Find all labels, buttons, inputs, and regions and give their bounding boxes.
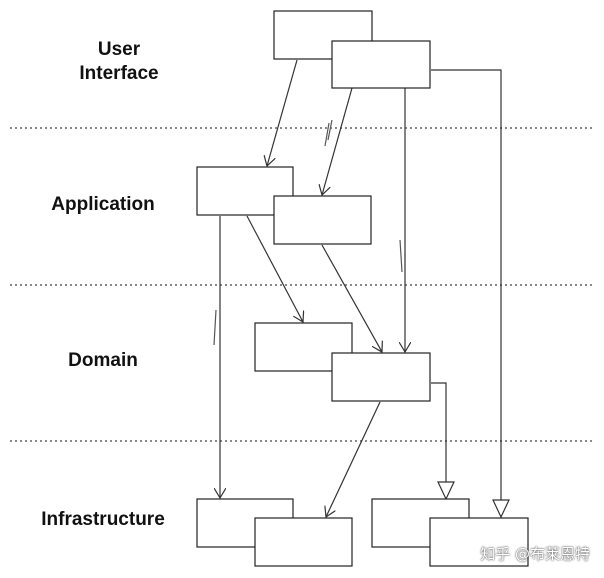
handwritten-mark-ui: [324, 119, 333, 147]
ui-box-2: [331, 40, 431, 89]
watermark-text: 知乎 @布莱恩特: [480, 545, 590, 563]
triangle-head-ui2-infra4: [492, 499, 510, 519]
arrow-dom2-to-infra2: [326, 401, 381, 517]
arrow-dom2-to-infra4: [431, 382, 447, 499]
layer-label-user-interface-line2: Interface: [79, 63, 159, 84]
arrow-ui2-to-infra4: [431, 69, 502, 517]
arrow-app2-to-dom2: [321, 244, 382, 352]
handwritten-mark-app: [399, 239, 403, 273]
arrow-ui1-to-app1: [267, 59, 298, 166]
arrow-ui2-to-app2: [322, 87, 353, 195]
infrastructure-box-4: [429, 517, 529, 567]
layer-label-user-interface: User Interface: [44, 38, 194, 86]
application-box-2: [273, 195, 372, 245]
triangle-head-dom2-infra4: [437, 481, 455, 501]
infrastructure-box-2: [254, 517, 353, 567]
layer-label-user-interface-line1: User: [97, 39, 141, 60]
layer-label-application: Application: [51, 194, 155, 215]
domain-box-2: [331, 352, 431, 402]
handwritten-mark-domain: [213, 309, 217, 346]
arrow-app1-to-dom1: [246, 215, 303, 322]
layer-label-infrastructure: Infrastructure: [41, 509, 165, 530]
layer-label-domain: Domain: [68, 350, 138, 371]
